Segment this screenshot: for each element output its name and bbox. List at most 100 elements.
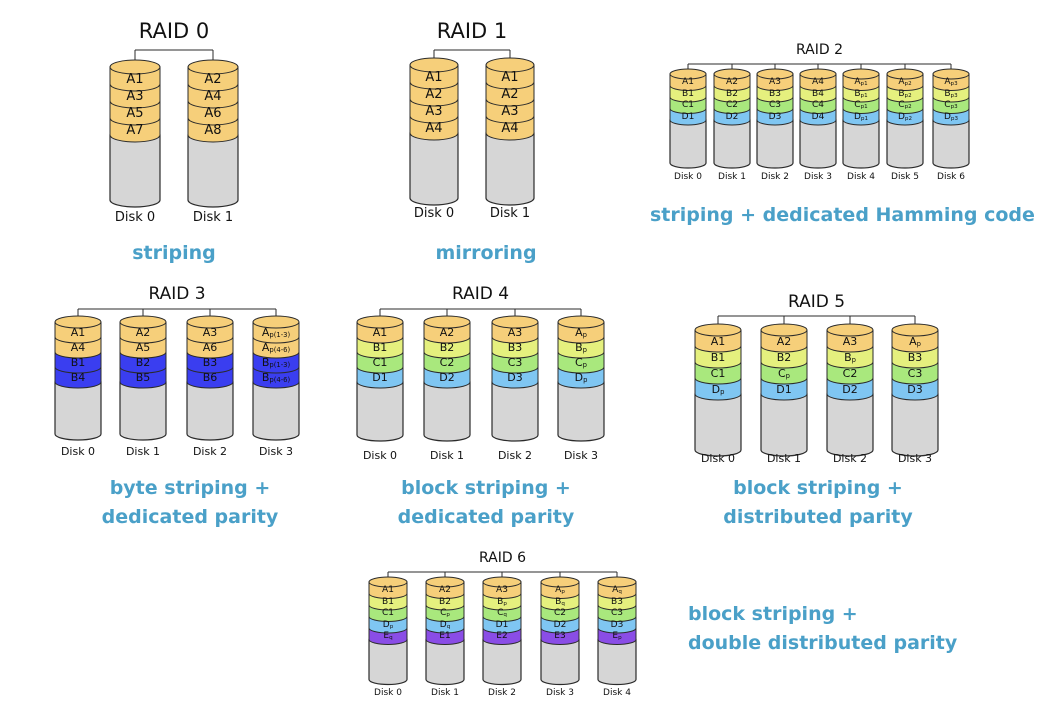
disk-body [799,119,837,169]
disk-top [694,323,742,337]
block-label-main: D [574,371,584,385]
disk-top [252,315,300,329]
block-label: A1 [126,73,143,86]
raid5-title: RAID 5 [787,292,846,313]
block-label-main: B2 [726,88,738,99]
block-label: C1 [382,609,394,618]
block-label-main: A1 [70,326,86,340]
block-label: C1 [711,368,726,379]
block-label: D3 [611,620,624,630]
disk-label: Disk 2 [192,445,228,459]
block-label-sub: p(4-6) [269,376,291,385]
block-label: A3 [425,105,442,118]
block-label-main: A1 [372,326,388,340]
block-label: Bp [497,597,507,607]
block-label-main: B2 [776,350,792,364]
block-label-main: A3 [126,88,144,104]
disk-1 [485,57,535,206]
block-label-main: C1 [372,356,388,370]
block-label-main: D2 [842,382,858,396]
disk-label: Disk 1 [489,206,531,222]
disk-top [485,57,535,73]
block-label-main: A3 [496,585,508,595]
block-label: A4 [501,122,518,135]
disk-label: Disk 3 [563,449,599,463]
caption-line: distributed parity [723,506,913,528]
block-label: A2 [439,586,451,595]
block-label: A6 [204,107,221,120]
block-label-sub: q [389,634,393,641]
block-label: A2 [425,88,442,101]
block-label: Ap(1-3) [262,327,290,338]
block-label-main: A2 [204,71,222,87]
block-label-main: B [261,371,270,385]
disk-1 [713,68,751,169]
block-label-main: C2 [842,366,858,380]
block-label-main: A3 [425,103,443,119]
block-label-main: A1 [382,585,394,595]
block-label-main: C3 [507,356,523,370]
block-label-main: B2 [135,356,151,370]
disk-0 [109,59,161,208]
block-label-main: A2 [439,585,451,595]
block-label: B3 [508,342,523,353]
block-label: A2 [777,336,792,347]
disk-label: Disk 3 [804,171,832,182]
block-label-main: C [898,100,905,110]
block-label-main: A [555,585,562,595]
disk-body [891,393,939,457]
block-label-main: D4 [811,111,825,122]
block-label-main: B [854,88,861,99]
block-label-sub: p1 [860,103,868,110]
block-label-main: A [261,326,270,340]
block-label: C2 [440,357,455,368]
block-label-main: A3 [507,326,523,340]
disk-label: Disk 0 [700,452,736,466]
block-label: C3 [769,101,781,110]
caption-line: striping [132,242,216,264]
block-label: A4 [204,90,221,103]
block-label-main: B3 [507,341,523,355]
disk-top [557,315,605,329]
disk-3 [799,68,837,169]
block-label-sub: p [583,376,588,385]
block-label: D2 [554,620,567,630]
block-label: A1 [382,586,394,595]
caption-line: double distributed parity [688,632,958,654]
block-label-sub: p [720,387,725,396]
block-label: Cp [440,609,450,618]
disk-0 [694,323,742,457]
block-label-main: A4 [425,120,443,136]
disk-label: Disk 5 [891,171,919,182]
disk-body [760,393,808,457]
block-label-main: E [612,631,619,641]
block-label: Cp1 [854,101,867,110]
block-label-main: B2 [439,596,451,607]
block-label: B4 [71,372,86,383]
block-label-main: C [440,608,447,618]
disk-top [540,576,580,588]
block-label-main: A [261,341,270,355]
block-label: A2 [136,327,151,338]
disk-top [669,68,707,80]
block-label-main: D [382,619,390,630]
caption-line: byte striping + [109,477,271,499]
disk-0 [409,57,459,206]
disk-top [842,68,880,80]
raid6-title: RAID 6 [478,550,527,567]
block-label-main: A5 [126,105,144,121]
block-label: A8 [204,124,221,137]
block-label-main: B1 [382,596,394,607]
block-label: D1 [682,112,695,122]
block-label: A2 [726,78,738,87]
disk-5 [886,68,924,169]
caption-line: dedicated parity [101,506,279,528]
disk-body [425,638,465,686]
caption-line: dedicated parity [397,506,575,528]
block-label-sub: q [446,623,451,630]
disk-top [891,323,939,337]
block-label-main: C [574,356,583,370]
block-label-sub: p [582,331,587,340]
block-label-main: C2 [725,100,739,110]
block-label-main: A [612,585,619,595]
